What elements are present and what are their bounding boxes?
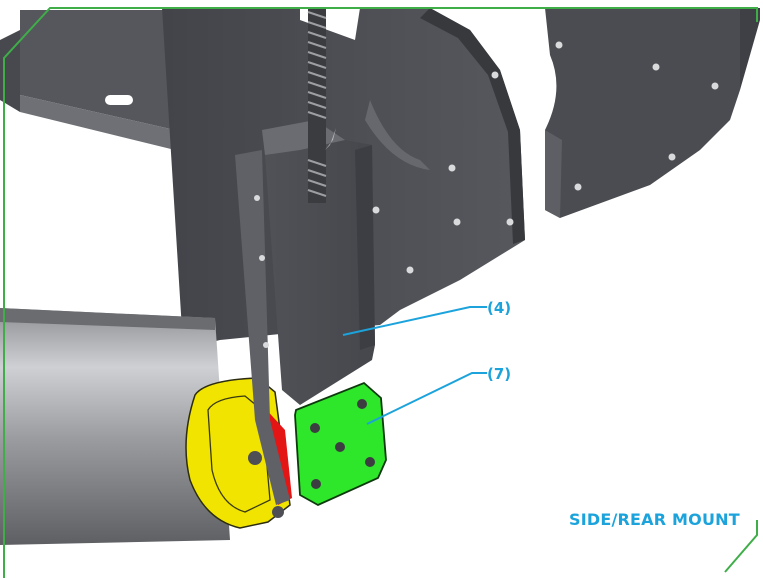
green-pad <box>294 381 387 507</box>
frame-rail <box>0 10 175 150</box>
tube-roller <box>0 308 230 545</box>
callout-leader-7 <box>366 372 487 425</box>
collar-bolt-hole <box>248 451 262 465</box>
callout-label-7: (7) <box>487 365 511 383</box>
plate-bolt-holes <box>254 41 719 348</box>
callout-leaders <box>342 306 487 425</box>
diagram-frame <box>3 7 758 578</box>
frame-bottom-right <box>724 520 758 573</box>
frame-top-left <box>3 7 758 578</box>
collar-bolt-hole <box>272 506 284 518</box>
threaded-rod <box>307 8 336 203</box>
view-caption: SIDE/REAR MOUNT <box>569 510 740 529</box>
frame-slot <box>105 95 133 105</box>
callout-label-4: (4) <box>487 299 511 317</box>
callout-leader-4 <box>342 306 487 336</box>
rear-plate <box>545 8 760 218</box>
